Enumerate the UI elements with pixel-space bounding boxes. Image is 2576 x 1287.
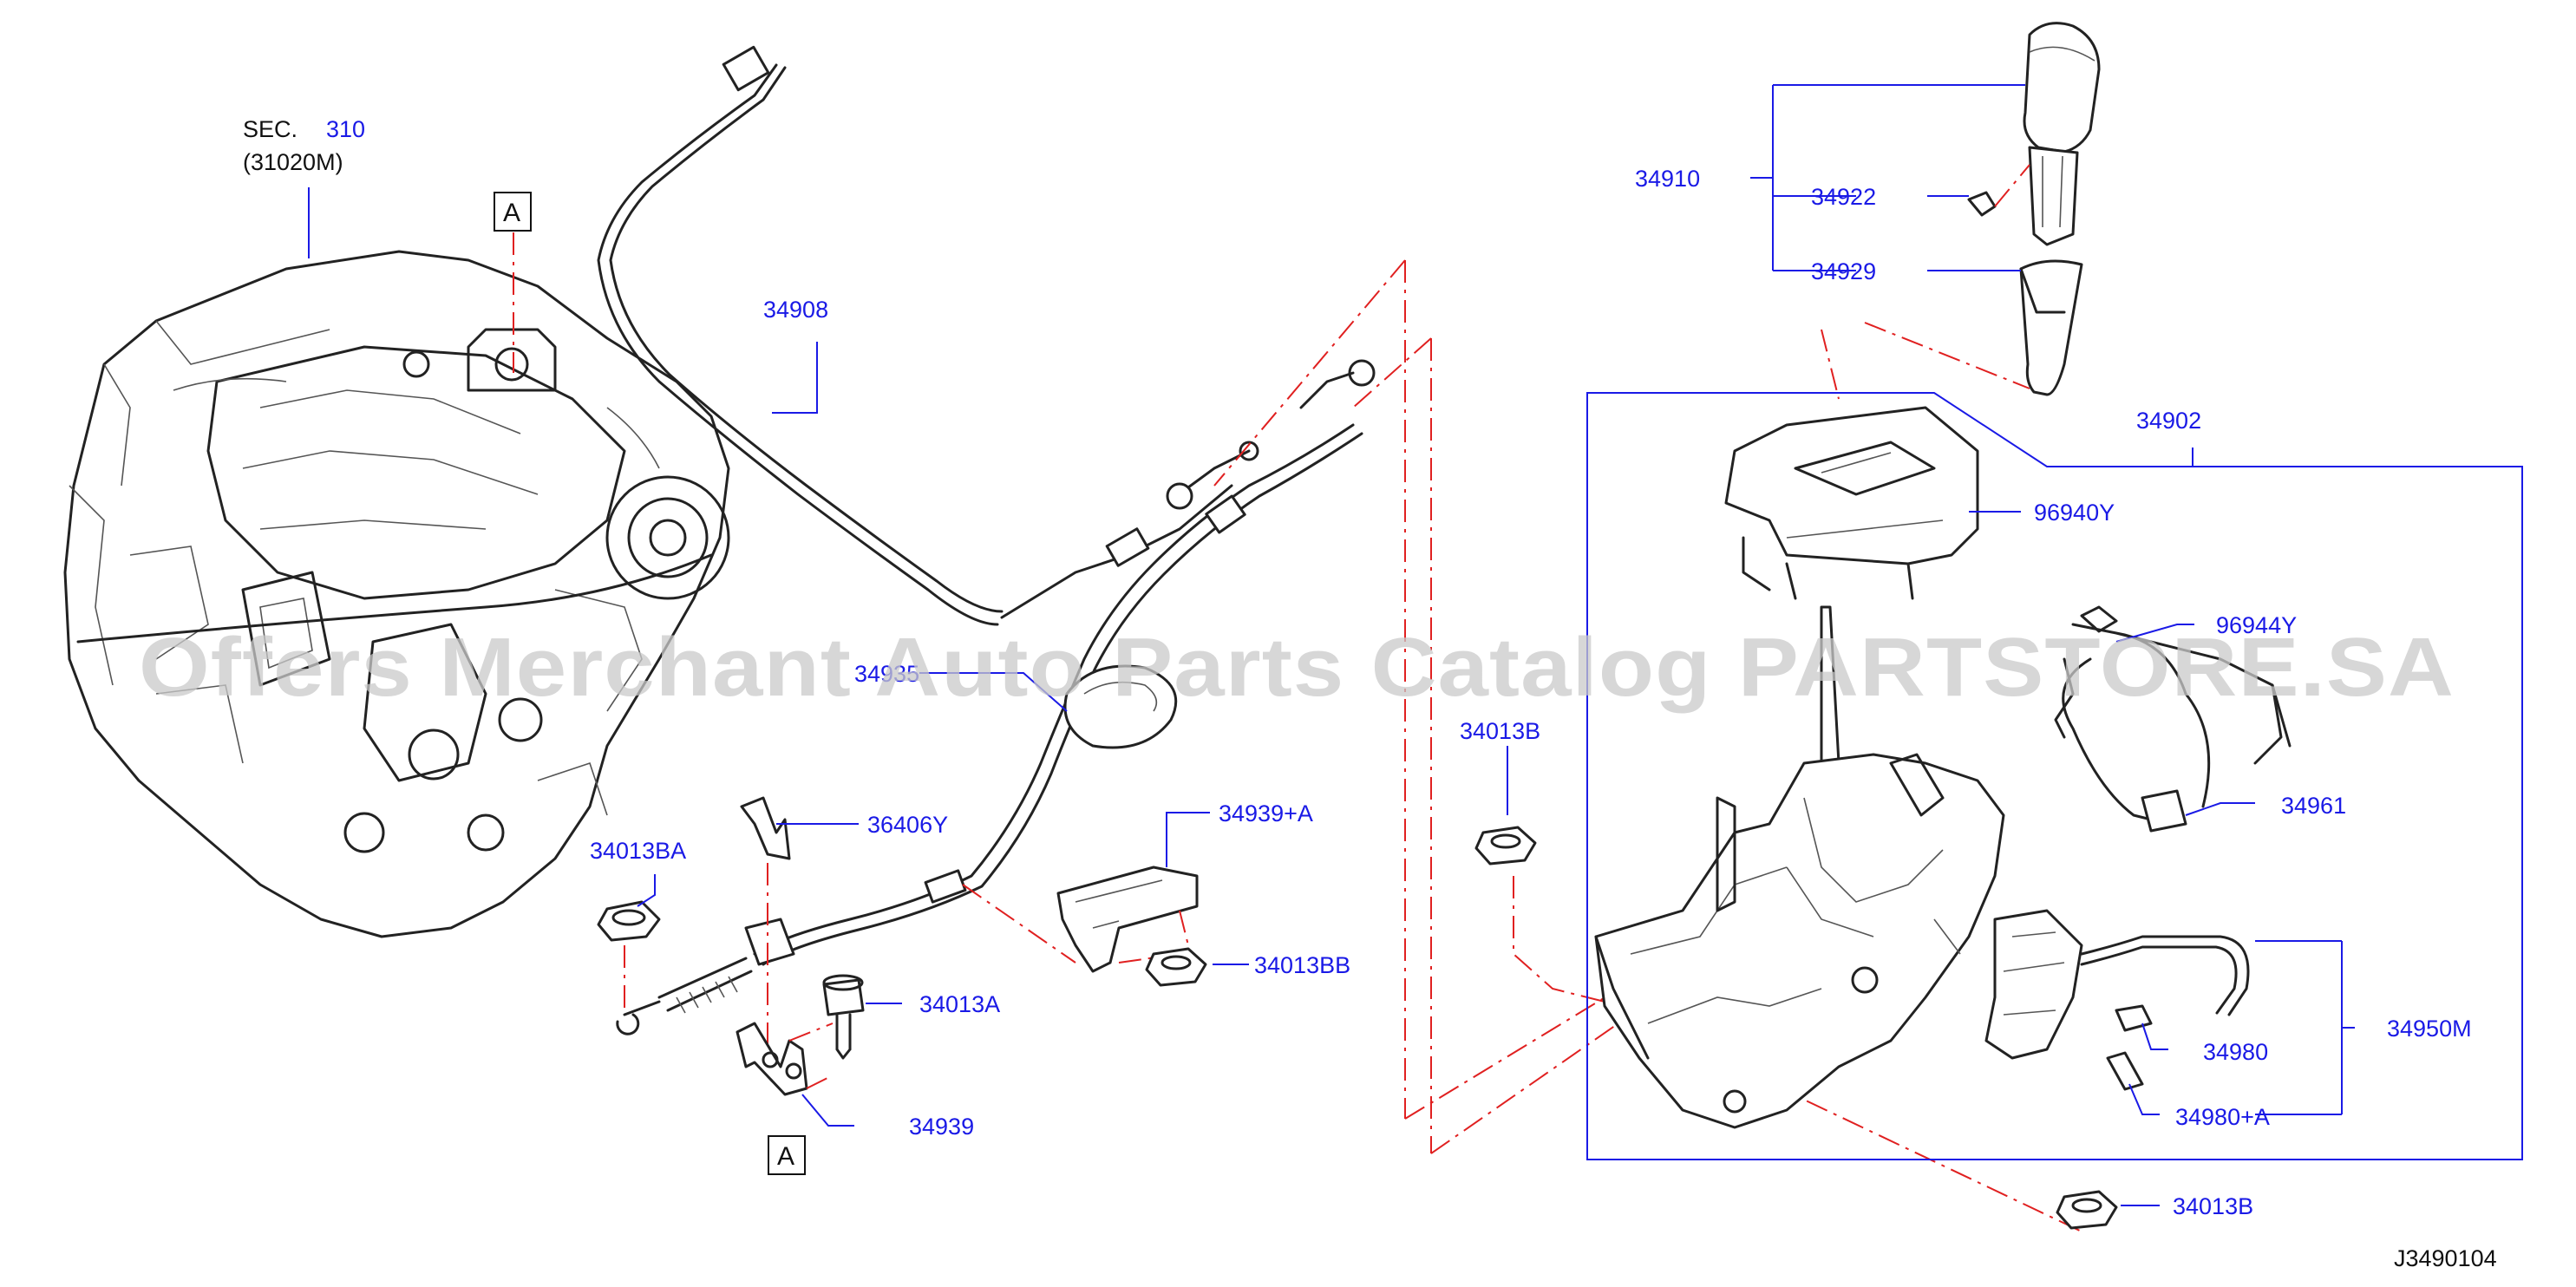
control-cable-drawing — [597, 45, 1259, 626]
view-marker-a-bottom-text: A — [777, 1142, 794, 1171]
shift-cable-drawing — [616, 359, 1376, 1035]
nut-34013B-bottom-drawing — [2056, 1190, 2118, 1230]
label-34013A[interactable]: 34013A — [919, 991, 1000, 1017]
nut-34013BB-drawing — [1145, 947, 1207, 987]
label-34935[interactable]: 34935 — [854, 661, 919, 687]
label-34908[interactable]: 34908 — [763, 297, 828, 323]
label-34961[interactable]: 34961 — [2281, 793, 2346, 819]
leader-lines — [637, 84, 2355, 1206]
label-34013B-bottom[interactable]: 34013B — [2173, 1193, 2253, 1219]
part-labels: 34908 34935 36406Y 34013BA 34939+A 34013… — [590, 166, 2472, 1219]
label-34980A[interactable]: 34980+A — [2175, 1104, 2270, 1130]
section-ref-number[interactable]: 310 — [326, 116, 365, 142]
label-34939[interactable]: 34939 — [909, 1114, 974, 1140]
shift-lever-assembly-box — [1586, 392, 2523, 1160]
label-34922[interactable]: 34922 — [1811, 184, 1876, 210]
bolt-34013A-drawing — [822, 974, 865, 1060]
clip-36406Y-drawing — [740, 796, 791, 1067]
indicator-panel-drawing — [1724, 406, 1979, 600]
solenoid-34950M-drawing — [1984, 909, 2250, 1060]
label-34902[interactable]: 34902 — [2136, 408, 2201, 434]
label-34929[interactable]: 34929 — [1811, 258, 1876, 284]
knob-cover-drawing — [2019, 259, 2083, 396]
label-34013BB[interactable]: 34013BB — [1254, 952, 1350, 978]
harness-96944Y-drawing — [2054, 605, 2292, 833]
clip-34980-drawing — [2115, 1004, 2153, 1032]
sheet-code: J3490104 — [2394, 1245, 2497, 1271]
view-marker-a-bottom: A — [768, 1135, 806, 1175]
label-36406Y[interactable]: 36406Y — [867, 812, 948, 838]
section-ref-prefix: SEC. — [243, 116, 297, 142]
transmission-assembly-drawing — [63, 250, 730, 938]
nut-34013BA-drawing — [597, 900, 661, 1015]
label-34980[interactable]: 34980 — [2203, 1039, 2268, 1065]
label-34910[interactable]: 34910 — [1635, 166, 1700, 192]
label-34950M[interactable]: 34950M — [2387, 1016, 2472, 1042]
shift-lever-base-drawing — [1594, 605, 2005, 1129]
label-96944Y[interactable]: 96944Y — [2216, 612, 2297, 638]
view-marker-a-top-text: A — [503, 199, 520, 227]
center-lines — [1213, 259, 2082, 1232]
section-reference: SEC. 310 (31020M) — [243, 116, 365, 258]
label-96940Y[interactable]: 96940Y — [2034, 500, 2115, 526]
clip-34980A-drawing — [2106, 1051, 2144, 1091]
section-ref-sub: (31020M) — [243, 149, 343, 175]
bracket-34939A-drawing — [962, 866, 1199, 973]
nut-34013B-top-drawing — [1474, 826, 1537, 866]
label-34013BA[interactable]: 34013BA — [590, 838, 686, 864]
bracket-34939-drawing — [736, 1022, 834, 1096]
label-34013B-top[interactable]: 34013B — [1460, 718, 1540, 744]
shift-knob-drawing — [1967, 22, 2101, 246]
view-marker-a-top: A — [494, 192, 532, 373]
label-34939A[interactable]: 34939+A — [1219, 800, 1313, 826]
watermark: Offers Merchant Auto Parts Catalog PARTS… — [139, 621, 2455, 714]
